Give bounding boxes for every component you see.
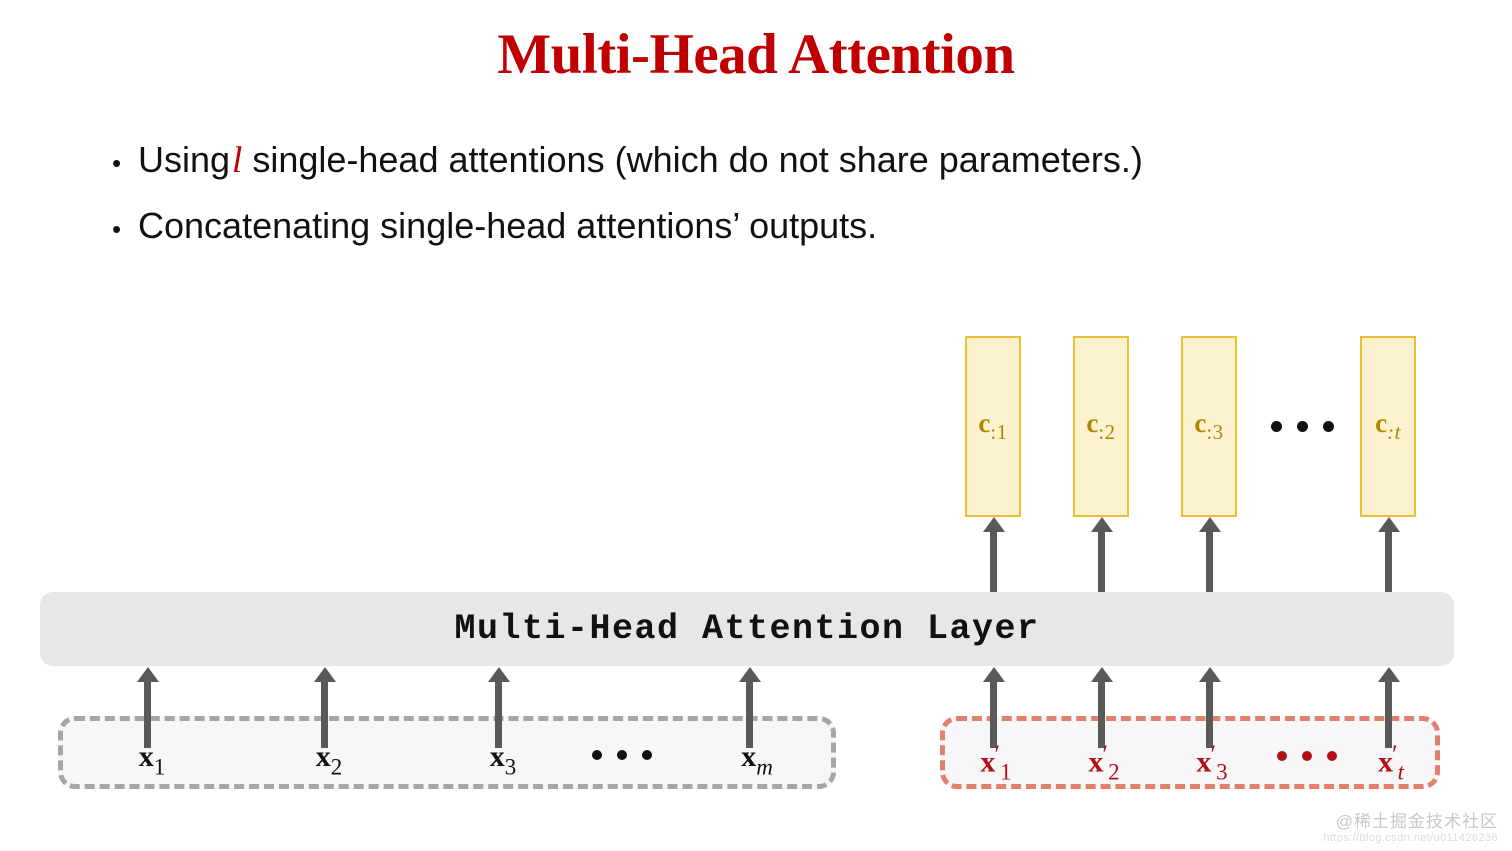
dot-icon <box>1297 421 1308 432</box>
arrow-up-to-c3 <box>1206 530 1213 592</box>
prime-mark: ′ <box>1102 740 1109 769</box>
output-symbol: c <box>1375 407 1388 438</box>
input-label-xp2: x′2 <box>1088 742 1119 784</box>
input-label-xp1: x′1 <box>980 742 1011 784</box>
dot-icon <box>1271 421 1282 432</box>
output-subscript: :3 <box>1206 420 1224 445</box>
bullet-marker-icon: • <box>112 213 122 244</box>
bullet-text-after-1: single-head attentions (which do not sha… <box>252 139 1143 180</box>
input-group-right <box>940 716 1440 789</box>
watermark: @稀土掘金技术社区 https://blog.csdn.net/u0114262… <box>1323 811 1498 845</box>
input-label-x2: x2 <box>315 740 343 780</box>
input-subscript: 2 <box>330 754 343 780</box>
arrow-up-to-c2 <box>1098 530 1105 592</box>
output-ellipsis <box>1271 421 1334 432</box>
dot-icon <box>617 750 627 760</box>
layer-label: Multi-Head Attention Layer <box>454 609 1040 649</box>
output-label-c3: c:3 <box>1194 407 1224 445</box>
input-subscript: 1 <box>1000 759 1012 785</box>
input-ellipsis-right <box>1277 751 1337 761</box>
input-label-xp3: x′3 <box>1196 742 1227 784</box>
bullet-item-2: • Concatenating single-head attentions’ … <box>112 194 1412 258</box>
output-symbol: c <box>1194 407 1207 438</box>
output-box-ct: c:t <box>1360 336 1416 517</box>
input-symbol: x <box>741 740 757 773</box>
input-symbol: x <box>1377 745 1393 779</box>
input-symbol: x <box>1088 745 1104 779</box>
input-label-xpt: x′t <box>1378 742 1404 784</box>
input-subscript: 3 <box>1216 759 1228 785</box>
dot-icon <box>1327 751 1337 761</box>
output-subscript: :2 <box>1098 420 1116 445</box>
arrow-up-from-xp3 <box>1206 680 1213 748</box>
prime-mark: ′ <box>1210 740 1217 769</box>
input-symbol: x <box>315 740 331 773</box>
input-group-left <box>58 716 836 789</box>
output-box-c3: c:3 <box>1181 336 1237 517</box>
arrow-up-from-xp1 <box>990 680 997 748</box>
bullet-list: • Using l single-head attentions (which … <box>112 128 1412 258</box>
input-symbol: x <box>138 740 154 773</box>
arrow-up-from-x1 <box>144 680 151 748</box>
arrow-up-from-x2 <box>321 680 328 748</box>
multi-head-attention-layer: Multi-Head Attention Layer <box>40 592 1454 666</box>
arrow-up-to-c1 <box>990 530 997 592</box>
arrow-up-from-x3 <box>495 680 502 748</box>
math-symbol-l: l <box>232 140 243 181</box>
watermark-name: @稀土掘金技术社区 <box>1335 811 1498 831</box>
arrow-up-from-xm <box>746 680 753 748</box>
bullet-marker-icon: • <box>112 148 122 178</box>
prime-mark: ′ <box>1391 740 1398 769</box>
watermark-url: https://blog.csdn.net/u011426236 <box>1323 831 1498 844</box>
output-box-c1: c:1 <box>965 336 1021 517</box>
arrow-up-from-xp2 <box>1098 680 1105 748</box>
bullet-text-2: Concatenating single-head attentions’ ou… <box>138 204 878 246</box>
output-box-c2: c:2 <box>1073 336 1129 517</box>
bullet-text-before-1: Using <box>138 139 231 180</box>
dot-icon <box>1302 751 1312 761</box>
dot-icon <box>1277 751 1287 761</box>
output-symbol: c <box>1086 407 1099 438</box>
input-label-x3: x3 <box>489 740 517 780</box>
input-subscript: t <box>1397 759 1405 785</box>
input-symbol: x <box>980 745 996 779</box>
output-subscript: :1 <box>990 420 1008 445</box>
output-subscript: :t <box>1387 420 1401 445</box>
dot-icon <box>592 750 602 760</box>
input-subscript: 3 <box>504 754 517 780</box>
dot-icon <box>642 750 652 760</box>
output-label-ct: c:t <box>1375 407 1401 445</box>
input-symbol: x <box>489 740 505 773</box>
input-ellipsis-left <box>592 750 652 760</box>
output-label-c2: c:2 <box>1086 407 1116 445</box>
input-label-x1: x1 <box>138 740 166 780</box>
bullet-item-1: • Using l single-head attentions (which … <box>112 128 1412 194</box>
output-label-c1: c:1 <box>978 407 1008 445</box>
input-symbol: x <box>1196 745 1212 779</box>
arrow-up-from-xpt <box>1385 680 1392 748</box>
dot-icon <box>1323 421 1334 432</box>
output-symbol: c <box>978 407 991 438</box>
page-title: Multi-Head Attention <box>497 23 1015 86</box>
input-subscript: 2 <box>1108 759 1120 785</box>
prime-mark: ′ <box>994 740 1001 769</box>
arrow-up-to-ct <box>1385 530 1392 592</box>
input-label-xm: xm <box>741 740 773 780</box>
input-subscript: 1 <box>153 754 166 780</box>
input-subscript: m <box>756 754 773 780</box>
